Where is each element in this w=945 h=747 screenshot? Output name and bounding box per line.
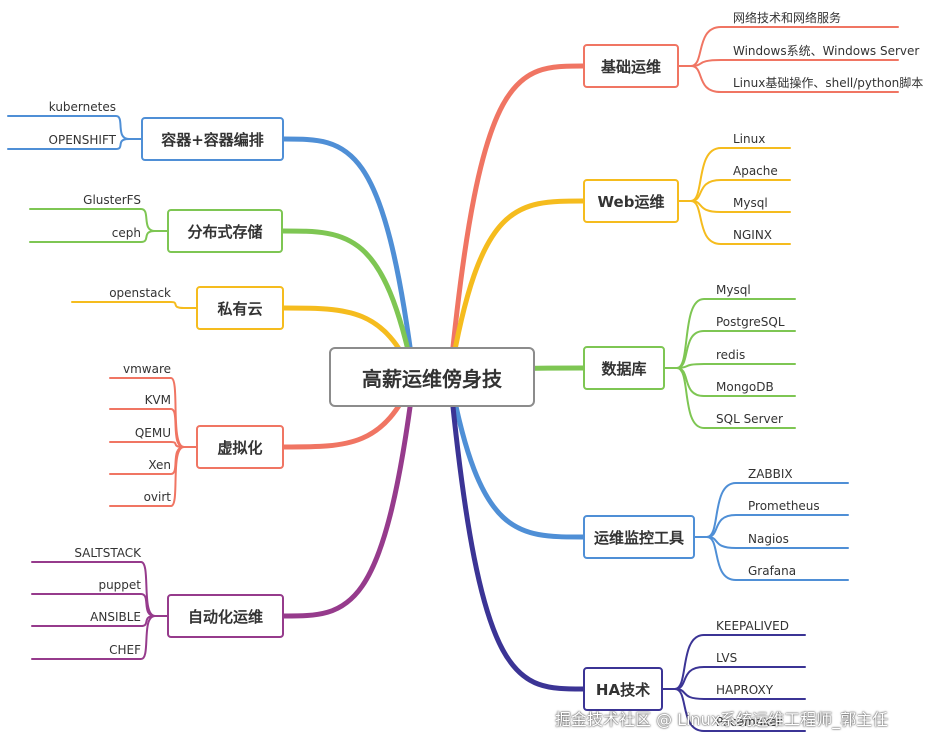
branch-node-virt[interactable]: 虚拟化	[196, 425, 284, 469]
branch-connector	[281, 136, 417, 380]
leaf-connector	[678, 200, 791, 245]
leaf-web-0[interactable]: Linux	[733, 132, 766, 146]
leaf-auto-3[interactable]: CHEF	[109, 643, 141, 657]
branch-node-cloud[interactable]: 私有云	[196, 286, 284, 330]
leaf-db-3[interactable]: MongoDB	[716, 380, 774, 394]
branch-connector	[281, 374, 417, 619]
branch-node-storage[interactable]: 分布式存储	[167, 209, 283, 253]
leaf-connector	[664, 363, 796, 369]
leaf-jichu-0[interactable]: 网络技术和网络服务	[733, 11, 842, 25]
leaf-connector	[31, 615, 168, 660]
leaf-auto-2[interactable]: ANSIBLE	[90, 610, 141, 624]
leaf-connector	[662, 688, 806, 732]
leaf-ha-1[interactable]: LVS	[716, 651, 738, 665]
leaf-cloud-0[interactable]: openstack	[109, 286, 171, 300]
leaf-db-2[interactable]: redis	[716, 348, 746, 362]
branch-node-web[interactable]: Web运维	[583, 179, 679, 223]
leaf-storage-1[interactable]: ceph	[111, 226, 141, 240]
leaf-monitor-1[interactable]: Prometheus	[748, 499, 820, 513]
leaf-monitor-3[interactable]: Grafana	[748, 564, 797, 578]
leaf-db-4[interactable]: SQL Server	[716, 412, 783, 426]
leaf-ha-0[interactable]: KEEPALIVED	[716, 619, 789, 633]
branch-node-db[interactable]: 数据库	[583, 346, 665, 390]
leaf-connector	[678, 65, 899, 93]
leaf-db-0[interactable]: Mysql	[716, 283, 751, 297]
leaf-monitor-2[interactable]: Nagios	[748, 532, 789, 546]
leaf-virt-2[interactable]: QEMU	[134, 426, 171, 440]
leaf-web-3[interactable]: NGINX	[733, 228, 773, 242]
leaf-virt-0[interactable]: vmware	[122, 362, 171, 376]
leaf-monitor-0[interactable]: ZABBIX	[748, 467, 793, 481]
leaf-connector	[664, 367, 796, 429]
leaf-container-0[interactable]: kubernetes	[48, 100, 116, 114]
branch-node-jichu[interactable]: 基础运维	[583, 44, 679, 88]
leaf-connector	[71, 301, 197, 309]
branch-node-auto[interactable]: 自动化运维	[167, 594, 284, 638]
leaf-virt-4[interactable]: ovirt	[143, 490, 171, 504]
leaf-storage-0[interactable]: GlusterFS	[83, 193, 141, 207]
leaf-container-1[interactable]: OPENSHIFT	[48, 133, 116, 147]
branch-connector	[447, 63, 586, 380]
leaf-virt-3[interactable]: Xen	[148, 458, 171, 472]
leaf-connector	[678, 59, 899, 67]
leaf-ha-3[interactable]: Pacemaker	[716, 715, 782, 729]
watermark-text: 掘金技术社区 @ Linux系统运维工程师_郭主任	[555, 710, 889, 729]
branch-node-monitor[interactable]: 运维监控工具	[583, 515, 695, 559]
leaf-auto-0[interactable]: SALTSTACK	[74, 546, 141, 560]
center-topic[interactable]: 高薪运维傍身技	[329, 347, 535, 407]
leaf-connector	[7, 138, 142, 150]
branch-connector	[447, 374, 586, 540]
branch-connector	[447, 374, 586, 692]
leaf-db-1[interactable]: PostgreSQL	[716, 315, 785, 329]
leaf-web-1[interactable]: Apache	[733, 164, 778, 178]
branch-node-container[interactable]: 容器+容器编排	[141, 117, 284, 161]
leaf-web-2[interactable]: Mysql	[733, 196, 768, 210]
leaf-auto-1[interactable]: puppet	[98, 578, 141, 592]
leaf-jichu-1[interactable]: Windows系统、Windows Server	[733, 44, 920, 58]
leaf-connector	[694, 536, 849, 581]
leaf-connector	[109, 446, 197, 507]
branch-connector	[280, 228, 417, 380]
branch-connector	[447, 198, 586, 380]
branch-node-ha[interactable]: HA技术	[583, 667, 663, 711]
leaf-ha-2[interactable]: HAPROXY	[716, 683, 774, 697]
leaf-jichu-2[interactable]: Linux基础操作、shell/python脚本	[733, 76, 924, 90]
leaf-virt-1[interactable]: KVM	[144, 393, 171, 407]
leaf-connector	[29, 230, 168, 243]
